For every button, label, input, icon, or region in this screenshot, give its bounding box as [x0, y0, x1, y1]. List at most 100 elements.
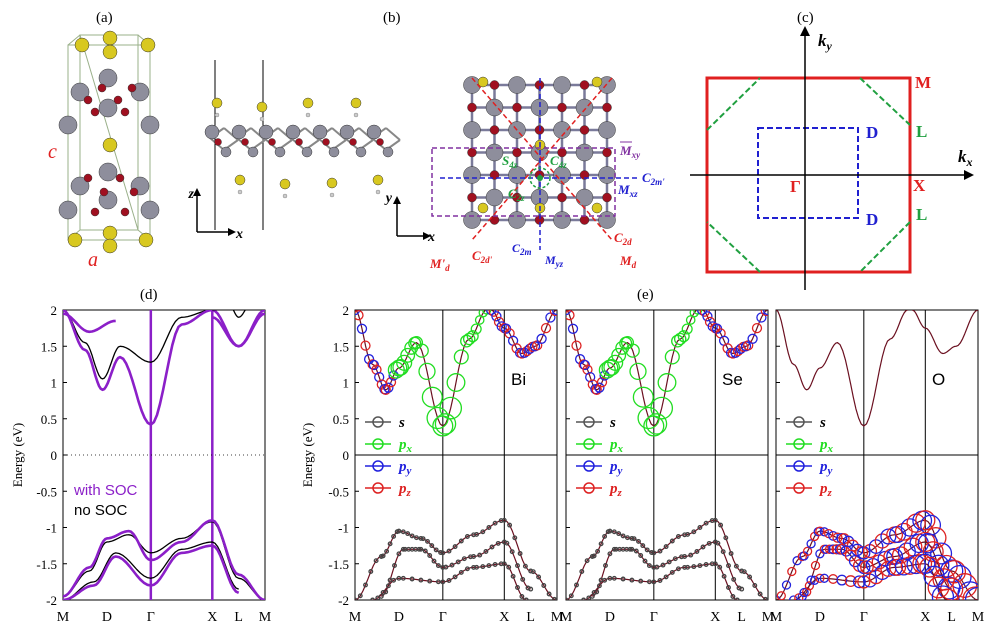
orbital-weight-marker: [685, 531, 691, 537]
op-mxy: Mxy: [619, 143, 641, 160]
orbital-weight-marker: [385, 583, 391, 589]
orbital-weight-marker: [541, 583, 547, 588]
ky-label: ky: [818, 31, 833, 53]
orbital-weight-marker: [396, 551, 402, 557]
orbital-weight-marker: [446, 548, 452, 554]
orbital-weight-marker: [815, 573, 825, 583]
legend-py: py: [818, 459, 833, 477]
orbital-weight-marker: [528, 586, 534, 592]
se-atom: [211, 97, 223, 109]
orbital-weight-marker: [374, 371, 385, 383]
o-atom: [129, 187, 139, 197]
orbital-weight-marker: [506, 564, 512, 570]
o-atom: [120, 207, 130, 217]
bi-atom: [553, 211, 571, 229]
bz-point-L-lower: L: [916, 205, 927, 224]
orbital-weight-marker: [734, 597, 740, 600]
orbital-weight-marker: [383, 382, 394, 393]
orbital-weight-marker: [723, 535, 729, 541]
o-atom: [557, 102, 567, 113]
o-atom: [268, 138, 276, 146]
op-c2m-prime: C2m': [642, 170, 665, 187]
kx-label: kx: [958, 147, 973, 169]
orbital-weight-marker: [522, 563, 528, 569]
orbital-weight-marker: [520, 576, 526, 582]
op-c2d-prime: C2d': [472, 248, 493, 265]
orbital-weight-marker: [594, 382, 605, 393]
b-y-axis-label: y: [384, 191, 393, 206]
o-atom: [602, 192, 612, 203]
bi-atom: [485, 98, 504, 117]
orbital-weight-marker: [356, 323, 368, 334]
orbital-weight-marker: [414, 535, 419, 541]
legend-marker: [793, 460, 805, 472]
panel-label-e: (e): [637, 287, 654, 303]
orbital-weight-marker: [603, 563, 608, 568]
y-tick-label: -0.5: [36, 484, 57, 499]
o-atom: [90, 107, 100, 117]
orbital-weight-marker: [425, 538, 430, 544]
legend-pz: pz: [818, 481, 833, 499]
se-atom: [234, 174, 246, 186]
orbital-weight-marker: [540, 322, 552, 334]
y-tick-label: -1: [46, 521, 57, 536]
orbital-weight-marker: [585, 371, 596, 383]
y-tick-label: 1: [343, 376, 350, 391]
legend-px: px: [397, 437, 413, 455]
bi-atom: [553, 76, 571, 94]
orbital-weight-marker: [629, 362, 647, 381]
orbital-weight-marker: [935, 588, 959, 600]
orbital-weight-marker: [694, 549, 700, 554]
bi-atom: [485, 143, 504, 162]
orbital-weight-marker: [844, 575, 857, 588]
orbital-weight-marker: [458, 569, 464, 575]
orbital-weight-marker: [433, 547, 439, 553]
bi-atom: [98, 162, 118, 182]
orbital-weight-marker: [638, 578, 644, 584]
band-no-soc: [63, 310, 213, 380]
orbital-weight-marker: [373, 558, 379, 564]
orbital-weight-marker: [819, 527, 829, 537]
x-tick-label: M: [560, 610, 573, 625]
orbital-weight-marker: [718, 522, 724, 528]
orbital-weight-marker: [595, 548, 601, 554]
x-tick-label: L: [234, 610, 243, 625]
orbital-weight-marker: [720, 549, 726, 555]
orbital-weight-marker: [440, 579, 446, 585]
y-tick-label: 0: [343, 448, 350, 463]
orbital-weight-marker: [491, 311, 502, 322]
y-tick-label: 0: [51, 448, 58, 463]
panel-a: (a) c a z x: [48, 10, 401, 271]
orbital-weight-marker: [483, 549, 489, 554]
orbital-weight-marker: [435, 563, 441, 569]
o-atom: [115, 173, 125, 183]
legend-marker: [583, 438, 595, 450]
orbital-weight-marker: [357, 593, 363, 599]
orbital-weight-marker: [380, 553, 386, 559]
o-atom: [214, 138, 222, 146]
orbital-weight-marker: [607, 575, 613, 581]
bi-atom: [220, 146, 232, 158]
orbital-weight-marker: [852, 575, 866, 589]
bi-atom: [508, 166, 526, 184]
orbital-weight-marker: [611, 575, 617, 581]
se-atom: [102, 44, 118, 60]
orbital-weight-marker: [429, 543, 435, 549]
orbital-weight-marker: [607, 528, 613, 534]
orbital-weight-marker: [840, 545, 852, 557]
orbital-weight-marker: [691, 564, 697, 570]
bz-point-D-upper: D: [866, 123, 878, 142]
orbital-weight-marker: [646, 563, 652, 569]
band-line: [583, 563, 738, 600]
orbital-weight-marker: [501, 517, 507, 523]
y-tick-label: -2: [338, 593, 349, 608]
orbital-weight-marker: [591, 590, 597, 595]
se-atom: [256, 101, 268, 113]
orbital-weight-marker: [645, 413, 668, 435]
h-atom: [353, 112, 359, 118]
element-label: Bi: [511, 370, 526, 389]
orbital-weight-marker: [760, 310, 768, 317]
bi-atom: [575, 188, 594, 207]
orbital-weight-marker: [675, 566, 681, 572]
